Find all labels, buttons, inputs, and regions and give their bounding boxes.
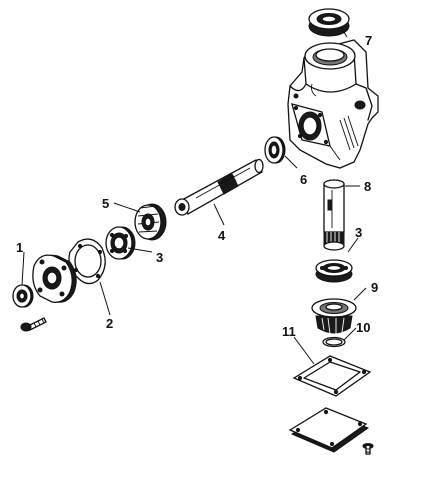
bottom-screw: [362, 443, 374, 455]
callout-6: 6: [300, 172, 307, 187]
bevel-gear-9: [311, 298, 357, 335]
bearing-3-right: [315, 259, 353, 283]
bottom-gasket-11: [292, 355, 372, 397]
bevel-pinion-5: [134, 203, 167, 241]
bearing-3-left: [105, 226, 136, 260]
callout-11: 11: [282, 324, 296, 339]
callout-2: 2: [106, 316, 113, 331]
callout-9: 9: [371, 280, 378, 295]
callout-1: 1: [16, 240, 23, 255]
callout-labels: 7 6 4 5 3 1 2 8 3 9 10 11: [16, 33, 378, 339]
callout-7: 7: [365, 33, 372, 48]
callout-3b: 3: [355, 225, 362, 240]
bolt-left: [20, 317, 47, 332]
callout-5: 5: [102, 196, 109, 211]
cover-plate-left: [32, 254, 77, 303]
bottom-cover-plate: [288, 407, 370, 453]
input-shaft: [174, 158, 264, 216]
output-shaft-8: [323, 179, 345, 251]
callout-10: 10: [356, 320, 370, 335]
callout-3a: 3: [156, 250, 163, 265]
callout-4: 4: [218, 228, 226, 243]
leader-lines: [21, 28, 367, 365]
oil-seal-1: [12, 284, 34, 308]
top-seal: [308, 8, 350, 37]
snap-ring-10: [322, 336, 346, 348]
bearing-6: [264, 136, 286, 164]
callout-8: 8: [364, 179, 371, 194]
gearbox-housing: [287, 39, 379, 169]
